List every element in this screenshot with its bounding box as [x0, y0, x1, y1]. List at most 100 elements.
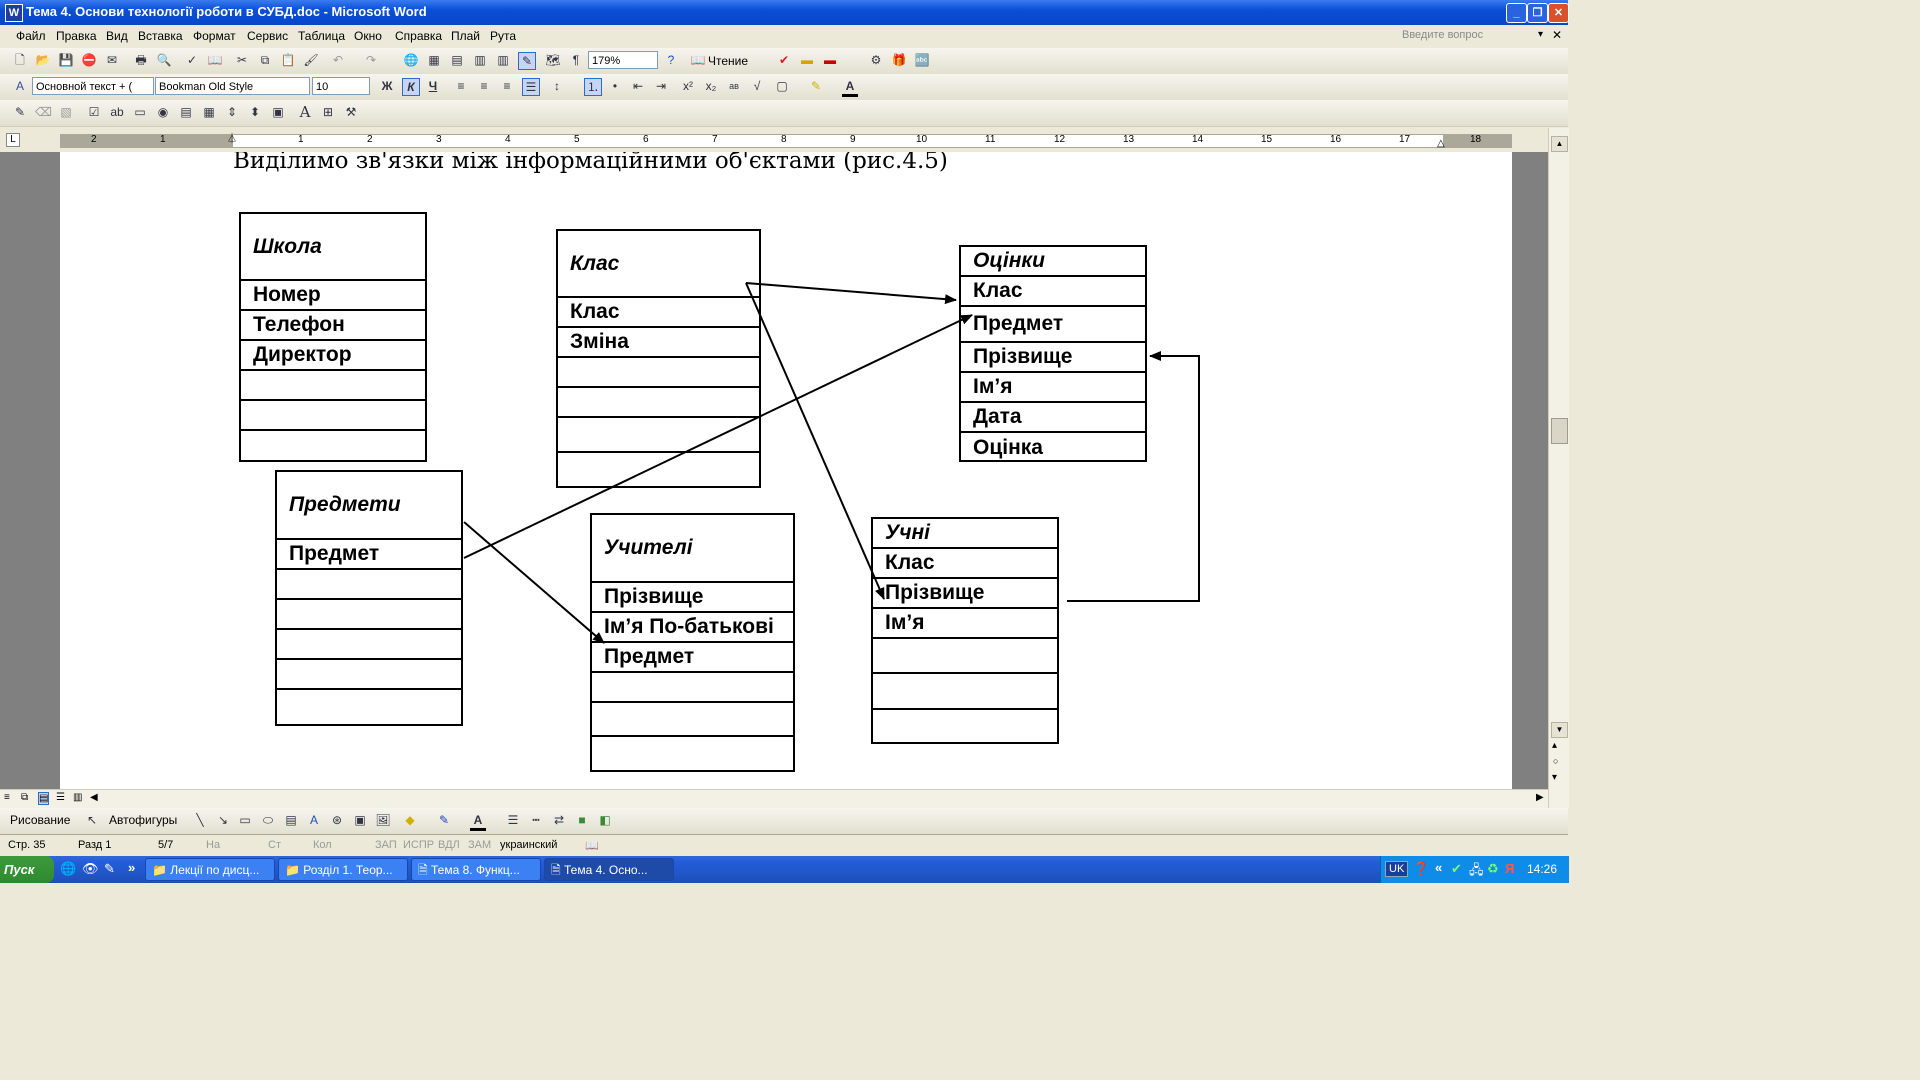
- spellcheck-tick-icon[interactable]: ✔: [778, 53, 790, 67]
- style-combo[interactable]: Основной текст + (: [32, 77, 154, 95]
- autoshapes-menu-button[interactable]: Автофигуры: [109, 813, 178, 827]
- print-layout-icon[interactable]: ▤: [38, 792, 50, 805]
- task-topic8[interactable]: 🗎 Тема 8. Функц...: [411, 858, 541, 881]
- text-field-icon[interactable]: ab: [110, 105, 124, 119]
- print-icon[interactable]: 🖶: [135, 53, 147, 67]
- font-color-icon[interactable]: A: [842, 78, 858, 97]
- insert-table-icon[interactable]: ▤: [451, 53, 463, 67]
- translate-icon[interactable]: 🔤: [914, 53, 930, 67]
- minimize-button[interactable]: _: [1506, 3, 1527, 23]
- start-button[interactable]: Пуск: [0, 856, 54, 883]
- insert-excel-icon[interactable]: ▥: [474, 53, 486, 67]
- normal-view-icon[interactable]: ≡: [4, 792, 10, 803]
- dropdown-field-icon[interactable]: ▭: [134, 105, 146, 119]
- borders-icon[interactable]: ▢: [776, 79, 788, 93]
- align-left-icon[interactable]: ≡: [457, 79, 465, 93]
- ukrainian-flag-icon[interactable]: ▬: [801, 53, 813, 67]
- update-tray-icon[interactable]: ♻: [1487, 861, 1499, 876]
- columns-icon[interactable]: ▥: [497, 53, 509, 67]
- previous-page-icon[interactable]: ▴: [1552, 740, 1558, 751]
- horizontal-scrollbar[interactable]: ≡ ⧉ ▤ ☰ ▥ ◀ ▶: [0, 789, 1548, 809]
- status-language[interactable]: украинский: [500, 839, 558, 851]
- maximize-button[interactable]: ❐: [1527, 3, 1548, 23]
- option-button-icon[interactable]: ◉: [157, 105, 169, 119]
- task-topic4[interactable]: 🗎 Тема 4. Осно...: [544, 858, 674, 881]
- checkbox-field-icon[interactable]: ☑: [88, 105, 100, 119]
- open-folder-icon[interactable]: 📂: [35, 53, 51, 67]
- language-indicator[interactable]: UK: [1385, 861, 1409, 877]
- tab-selector-icon[interactable]: L: [6, 133, 20, 147]
- design-mode-icon[interactable]: ⚒: [345, 105, 357, 119]
- entity-grades[interactable]: Оцінки Клас Предмет Прізвище Ім’я Дата О…: [959, 245, 1147, 462]
- web-view-icon[interactable]: ⧉: [21, 792, 29, 803]
- menu-insert[interactable]: Вставка: [138, 29, 183, 43]
- scrollbar-control-icon[interactable]: ⇕: [226, 105, 238, 119]
- task-section1[interactable]: 📁 Розділ 1. Теор...: [278, 858, 408, 881]
- russian-flag-icon[interactable]: ▬: [824, 53, 836, 67]
- shading-icon[interactable]: ▧: [60, 105, 72, 119]
- read-icon[interactable]: 📖: [690, 53, 706, 67]
- reading-view-icon[interactable]: ▥: [73, 792, 83, 803]
- scroll-down-icon[interactable]: ▼: [1551, 722, 1568, 738]
- drawing-menu-button[interactable]: Рисование: [10, 813, 71, 827]
- frame-icon[interactable]: ▦: [203, 105, 215, 119]
- right-indent-marker[interactable]: △: [1437, 138, 1445, 149]
- italic-button[interactable]: К: [402, 78, 420, 96]
- scroll-left-icon[interactable]: ◀: [90, 792, 98, 803]
- menu-format[interactable]: Формат: [193, 29, 236, 43]
- email-icon[interactable]: ✉: [106, 53, 118, 67]
- line-style-icon[interactable]: ☰: [507, 813, 519, 827]
- oval-tool-icon[interactable]: ⬭: [262, 813, 274, 827]
- spelling-icon[interactable]: ✓: [186, 53, 198, 67]
- spin-control-icon[interactable]: ⬍: [249, 105, 261, 119]
- help-question-input[interactable]: Введите вопрос: [1402, 29, 1484, 41]
- menu-table[interactable]: Таблица: [298, 29, 346, 43]
- dash-style-icon[interactable]: ┅: [532, 813, 540, 827]
- font-size-combo[interactable]: 10: [312, 77, 370, 95]
- hyperlink-icon[interactable]: 🌐: [403, 53, 419, 67]
- numbering-icon[interactable]: ⒈: [584, 78, 602, 96]
- browser-quicklaunch-icon[interactable]: 🌐: [60, 861, 77, 876]
- macro-icon[interactable]: ⚙: [870, 53, 882, 67]
- align-right-icon[interactable]: ≡: [503, 79, 511, 93]
- scroll-up-icon[interactable]: ▲: [1551, 136, 1568, 152]
- network-tray-icon[interactable]: 🖧: [1469, 862, 1484, 877]
- document-map-icon[interactable]: 🗺: [545, 53, 561, 67]
- drawing-font-color-icon[interactable]: A: [470, 812, 486, 831]
- decrease-indent-icon[interactable]: ⇤: [632, 79, 644, 93]
- spelling-status-icon[interactable]: 📖: [585, 840, 599, 852]
- superscript-icon[interactable]: x²: [683, 79, 693, 93]
- more-quicklaunch-icon[interactable]: »: [128, 860, 136, 875]
- help-icon[interactable]: ?: [667, 53, 675, 67]
- paste-icon[interactable]: 📋: [280, 53, 296, 67]
- save-icon[interactable]: 💾: [58, 53, 74, 67]
- entity-students[interactable]: Учні Клас Прізвище Ім’я: [871, 517, 1059, 744]
- tables-borders-icon[interactable]: ▦: [428, 53, 440, 67]
- menu-view[interactable]: Вид: [106, 29, 128, 43]
- arrow-tool-icon[interactable]: ↘: [217, 813, 229, 827]
- status-overtype[interactable]: ЗАМ: [468, 839, 492, 851]
- erase-icon[interactable]: ⌫: [35, 105, 52, 119]
- format-painter-icon[interactable]: 🖌: [303, 53, 319, 67]
- menu-ruta[interactable]: Рута: [490, 29, 517, 43]
- line-tool-icon[interactable]: ╲: [196, 813, 204, 827]
- align-center-icon[interactable]: ≡: [480, 79, 488, 93]
- next-page-icon[interactable]: ▾: [1552, 772, 1558, 783]
- font-combo[interactable]: Bookman Old Style: [155, 77, 310, 95]
- clock[interactable]: 14:26: [1527, 862, 1558, 876]
- menu-file[interactable]: Файл: [16, 29, 46, 43]
- bullets-icon[interactable]: •: [612, 79, 618, 93]
- help-dropdown-icon[interactable]: ▾: [1538, 29, 1544, 40]
- status-extend[interactable]: ВДЛ: [438, 839, 460, 851]
- permission-icon[interactable]: ⛔: [81, 53, 97, 67]
- antivirus-tray-icon[interactable]: ✔: [1451, 861, 1462, 876]
- shadow-style-icon[interactable]: ■: [578, 813, 586, 827]
- horizontal-ruler[interactable]: L 2 1 1 2 3 4 5 6 7 8 9 10 11 12 13 14 1…: [0, 128, 1568, 153]
- menu-edit[interactable]: Правка: [56, 29, 97, 43]
- drawing-icon[interactable]: ✎: [518, 52, 536, 70]
- listbox-icon[interactable]: ▤: [180, 105, 192, 119]
- draw-table-icon[interactable]: ✎: [14, 105, 26, 119]
- menu-service[interactable]: Сервис: [247, 29, 289, 43]
- copy-icon[interactable]: ⧉: [260, 53, 270, 67]
- diagram-tool-icon[interactable]: ⊛: [331, 813, 343, 827]
